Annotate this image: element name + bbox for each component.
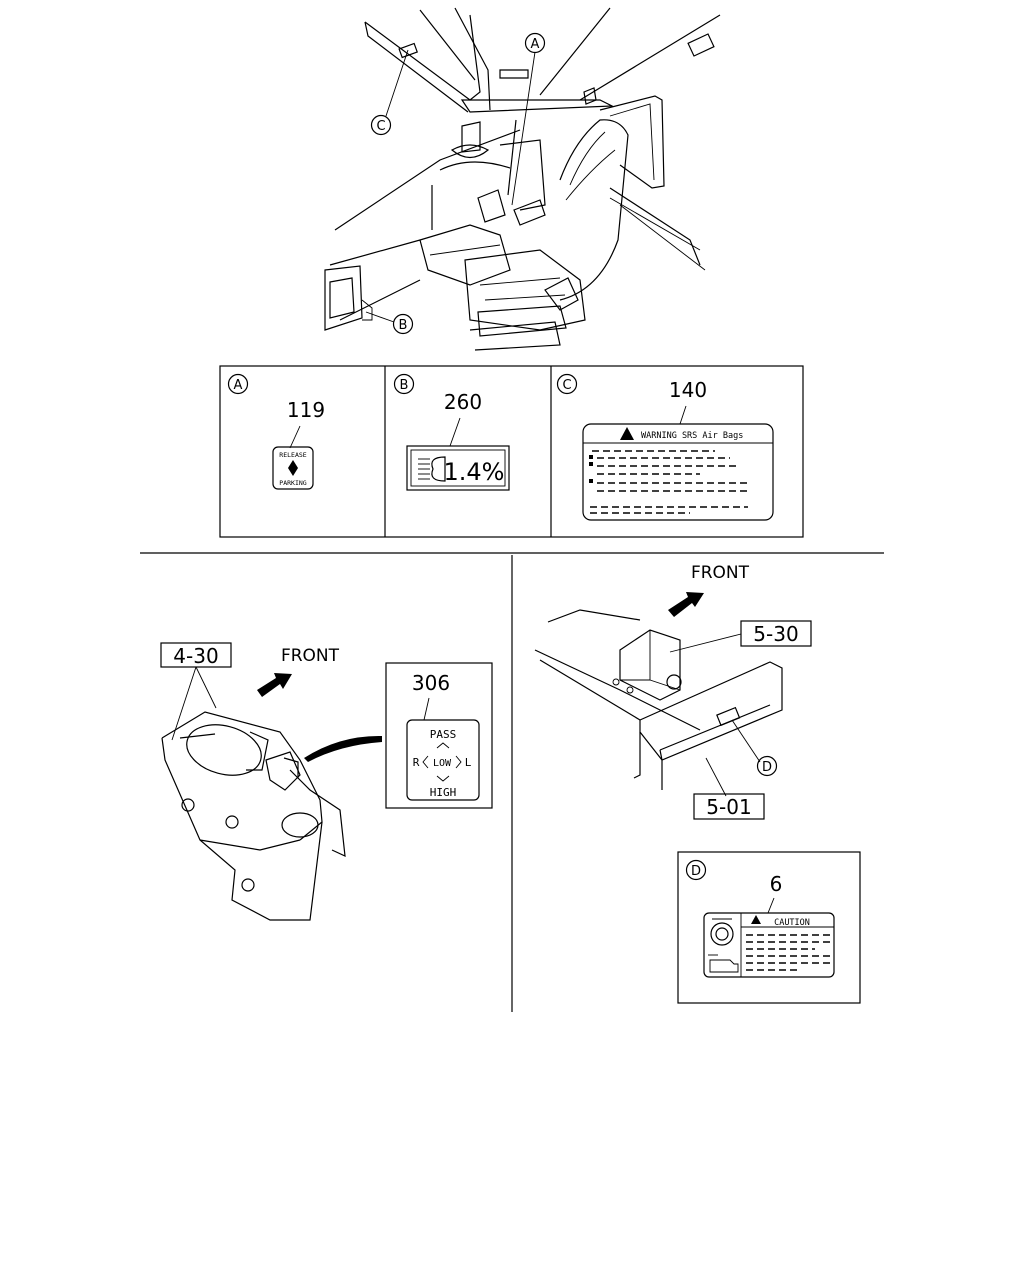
column-switch-illustration [161,711,382,921]
ref-box-5-01: 5-01 [693,793,765,820]
fuel-cap-icon [710,918,734,946]
ref-box-4-30: 4-30 [160,642,232,741]
svg-text:B: B [400,378,409,393]
callout-d-frame: D [756,755,778,777]
frame-illustration [534,609,783,797]
part-number-119: 119 [287,398,325,422]
cab-interior-illustration [324,7,721,351]
front-arrow-icon [257,673,292,697]
svg-text:D: D [762,760,772,775]
front-arrow-icon [668,592,704,617]
svg-text:D: D [691,864,701,879]
dimmer-label-306: 306 PASS R LOW L HIGH [385,662,493,809]
part-number-260: 260 [444,390,482,414]
svg-text:FRONT: FRONT [691,563,750,583]
part-number-140: 140 [669,378,707,402]
svg-text:4-30: 4-30 [173,644,218,668]
svg-text:R: R [413,756,420,769]
svg-text:CAUTION: CAUTION [774,918,810,928]
svg-text:PASS: PASS [430,728,457,741]
part-number-306: 306 [412,671,450,695]
svg-text:A: A [234,378,243,393]
svg-text:FRONT: FRONT [281,646,340,666]
svg-text:5-01: 5-01 [706,795,751,819]
warning-triangle-icon [620,427,634,440]
vehicle-icon [708,954,739,973]
label-table [219,365,804,538]
caution-label-d: D 6 CAUTION [677,851,861,1004]
callout-b-top: B [392,313,414,335]
svg-text:PARKING: PARKING [279,479,306,487]
svg-text:B: B [399,318,408,333]
part-number-6: 6 [770,872,783,896]
front-indicator-right: FRONT [668,563,750,617]
svg-text:LOW: LOW [433,758,452,769]
cell-a-release-parking: A 119 RELEASE PARKING [227,373,325,490]
cell-b-headlamp-aim: B 260 1.4% [393,373,510,491]
callout-a-top: A [524,32,546,54]
svg-text:HIGH: HIGH [430,786,457,799]
svg-text:C: C [562,378,571,393]
headlamp-icon [418,456,446,482]
svg-text:RELEASE: RELEASE [279,451,306,459]
svg-text:A: A [531,37,540,52]
cell-c-srs-warning: C 140 WARNING SRS Air Bags [556,373,774,521]
svg-text:WARNING SRS Air Bags: WARNING SRS Air Bags [641,431,743,441]
callout-c-top: C [370,114,392,136]
svg-text:1.4%: 1.4% [444,458,505,486]
svg-text:5-30: 5-30 [753,622,798,646]
warning-triangle-icon [751,915,761,924]
svg-text:L: L [465,756,472,769]
ref-box-5-30: 5-30 [669,620,812,653]
svg-text:C: C [376,119,385,134]
front-indicator-left: FRONT [257,646,340,697]
